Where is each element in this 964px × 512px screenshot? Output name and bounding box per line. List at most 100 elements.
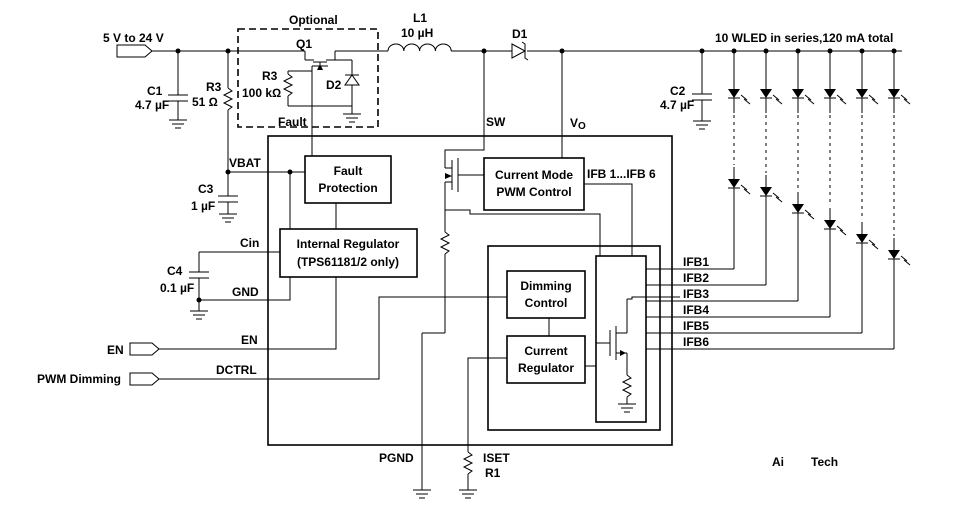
current-sink-array — [595, 255, 647, 423]
dimming-control-line1: Dimming — [520, 279, 571, 293]
vbat-label: VBAT — [229, 156, 261, 170]
pwm-dimming-label: PWM Dimming — [37, 372, 121, 386]
current-regulator-line2: Regulator — [518, 361, 574, 375]
c2-value: 4.7 µF — [660, 98, 694, 112]
l1-label: L1 — [413, 11, 427, 25]
ifb3-internal-link — [627, 296, 680, 300]
en-input-label: EN — [107, 343, 124, 357]
input-rail — [116, 44, 902, 58]
led-2-bottom — [760, 187, 783, 203]
dctrl-pin-label: DCTRL — [216, 363, 257, 377]
d2-label: D2 — [326, 78, 342, 92]
internal-regulator-line2: (TPS61181/2 only) — [297, 255, 399, 269]
fault-protection-block — [304, 155, 392, 204]
pwm-control-line2: PWM Control — [496, 185, 571, 199]
led-2-top — [760, 89, 783, 105]
iset-label: ISET — [483, 451, 510, 465]
current-regulator-line1: Current — [524, 344, 567, 358]
dimming-control-block — [506, 270, 586, 319]
r1-label: R1 — [485, 466, 501, 480]
led-6-bottom — [888, 250, 911, 266]
c4-label: C4 — [167, 264, 183, 278]
led-4-top — [824, 89, 847, 105]
zener-d2 — [335, 59, 361, 123]
c4-value: 0.1 µF — [160, 281, 194, 295]
led-3-bottom — [792, 204, 815, 220]
logo-tech: Tech — [811, 455, 838, 469]
ifb-range-label: IFB 1...IFB 6 — [587, 167, 656, 181]
logo-ai: Ai — [772, 455, 784, 469]
internal-regulator-block — [279, 228, 418, 278]
dimming-control-line2: Control — [525, 296, 568, 310]
pwm-control-block — [483, 157, 585, 211]
sw-net — [444, 51, 485, 158]
r3-input-label: R3 — [206, 80, 222, 94]
sense-net — [445, 209, 601, 256]
pwm-control-line1: Current Mode — [495, 168, 573, 182]
en-pin-label: EN — [241, 333, 258, 347]
aitech-logo: Ai Tech — [772, 455, 838, 469]
led-string-2 — [646, 48, 769, 286]
r3-input-value: 51 Ω — [192, 95, 218, 109]
led-string-6 — [646, 48, 897, 350]
capacitor-c4 — [189, 252, 209, 320]
led-6-top — [888, 89, 911, 105]
capacitor-c3 — [218, 172, 238, 223]
resistor-r1 — [459, 451, 477, 499]
resistor-r3-input — [222, 51, 234, 172]
resistor-r3-gate — [282, 71, 352, 107]
optional-label: Optional — [289, 13, 338, 27]
led-string-4 — [646, 48, 833, 318]
diode-d1 — [511, 41, 529, 61]
d1-label: D1 — [512, 27, 528, 41]
r3-gate-value: 100 kΩ — [242, 86, 281, 100]
c1-label: C1 — [147, 84, 163, 98]
cin-label: Cin — [240, 236, 259, 250]
c1-value: 4.7 µF — [135, 98, 169, 112]
sw-label: SW — [486, 115, 506, 129]
sense-resistor — [413, 231, 451, 499]
vo-label: VO — [570, 116, 586, 132]
r3-gate-label: R3 — [262, 69, 278, 83]
capacitor-c2 — [692, 51, 712, 130]
current-sink-box — [487, 245, 661, 431]
fault-pin-label: Fault — [278, 115, 307, 129]
ifb4-label: IFB4 — [683, 303, 709, 317]
ifb1-label: IFB1 — [683, 255, 709, 269]
q1-label: Q1 — [296, 37, 312, 51]
mosfet-q1 — [288, 51, 336, 106]
c3-value: 1 µF — [191, 199, 215, 213]
led-4-bottom — [824, 220, 847, 236]
c2-label: C2 — [670, 84, 686, 98]
en-port-arrow[interactable] — [129, 342, 160, 356]
pgnd-label: PGND — [379, 451, 414, 465]
input-port-arrow — [116, 44, 153, 58]
capacitor-c1 — [168, 51, 188, 129]
led-5-bottom — [856, 234, 879, 250]
led-5-top — [856, 89, 879, 105]
c3-label: C3 — [198, 182, 214, 196]
led-strings — [646, 48, 911, 350]
ic-outline — [267, 135, 673, 446]
gnd-label: GND — [232, 285, 259, 299]
led-string-1 — [646, 48, 737, 270]
fault-protection-line2: Protection — [318, 181, 377, 195]
led-3-top — [792, 89, 815, 105]
sink-mosfet — [585, 299, 636, 413]
led-string-5 — [646, 48, 865, 334]
inductor-l1 — [387, 43, 452, 52]
pwm-port-arrow[interactable] — [129, 372, 160, 386]
ifb6-label: IFB6 — [683, 335, 709, 349]
optional-section-box — [237, 28, 379, 128]
ifb2-label: IFB2 — [683, 271, 709, 285]
internal-regulator-line1: Internal Regulator — [297, 237, 400, 251]
fault-protection-line1: Fault — [334, 164, 363, 178]
switch-mosfet — [444, 158, 484, 232]
ifb3-label: IFB3 — [683, 287, 709, 301]
input-voltage-label: 5 V to 24 V — [103, 31, 164, 45]
ifb5-label: IFB5 — [683, 319, 709, 333]
led-string-header: 10 WLED in series,120 mA total — [715, 31, 893, 45]
led-1-bottom — [728, 179, 751, 195]
